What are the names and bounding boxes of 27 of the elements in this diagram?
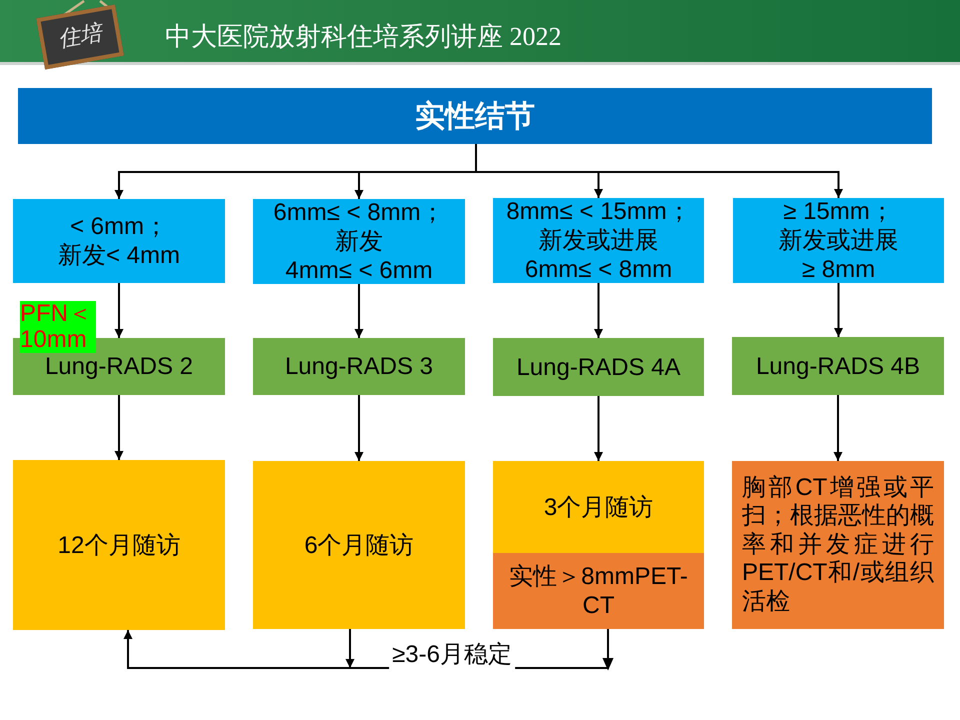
slide-title: 中大医院放射科住培系列讲座 2022: [165, 21, 562, 53]
category-box: Lung-RADS 4B: [732, 337, 944, 395]
arrow: [594, 396, 603, 461]
heading-bar: 实性结节: [18, 88, 932, 144]
criteria-box: 6mm≤ < 8mm；新发4mm≤ < 6mm: [253, 199, 465, 284]
category-box: Lung-RADS 3: [253, 338, 465, 395]
follow-up-box: 3个月随访: [493, 461, 704, 553]
arrow: [354, 284, 364, 338]
criteria-box: ≥ 15mm；新发或进展≥ 8mm: [733, 198, 944, 283]
follow-up-box: 12个月随访: [13, 460, 225, 630]
arrow: [124, 629, 351, 670]
edge-label: ≥3-6月稳定: [389, 641, 515, 669]
follow-up-box: 6个月随访: [253, 461, 465, 629]
category-box: Lung-RADS 4A: [493, 338, 704, 396]
arrow: [354, 395, 364, 461]
criteria-box: 8mm≤ < 15mm；新发或进展6mm≤ < 8mm: [493, 198, 704, 283]
arrow: [594, 283, 603, 338]
action-box: 实性＞8mmPET-CT: [493, 553, 704, 629]
arrow: [114, 283, 124, 338]
arrow: [114, 395, 124, 460]
criteria-box: < 6mm；新发< 4mm: [13, 199, 225, 283]
arrow: [834, 283, 843, 337]
arrow: [834, 395, 842, 461]
action-box: 胸部CT增强或平扫；根据恶性的概率和并发症进行PET/CT和/或组织活检: [732, 461, 944, 629]
highlighted-note: PFN＜ 10mm: [20, 301, 96, 353]
arrow: [346, 629, 354, 668]
arrow: [349, 628, 613, 670]
